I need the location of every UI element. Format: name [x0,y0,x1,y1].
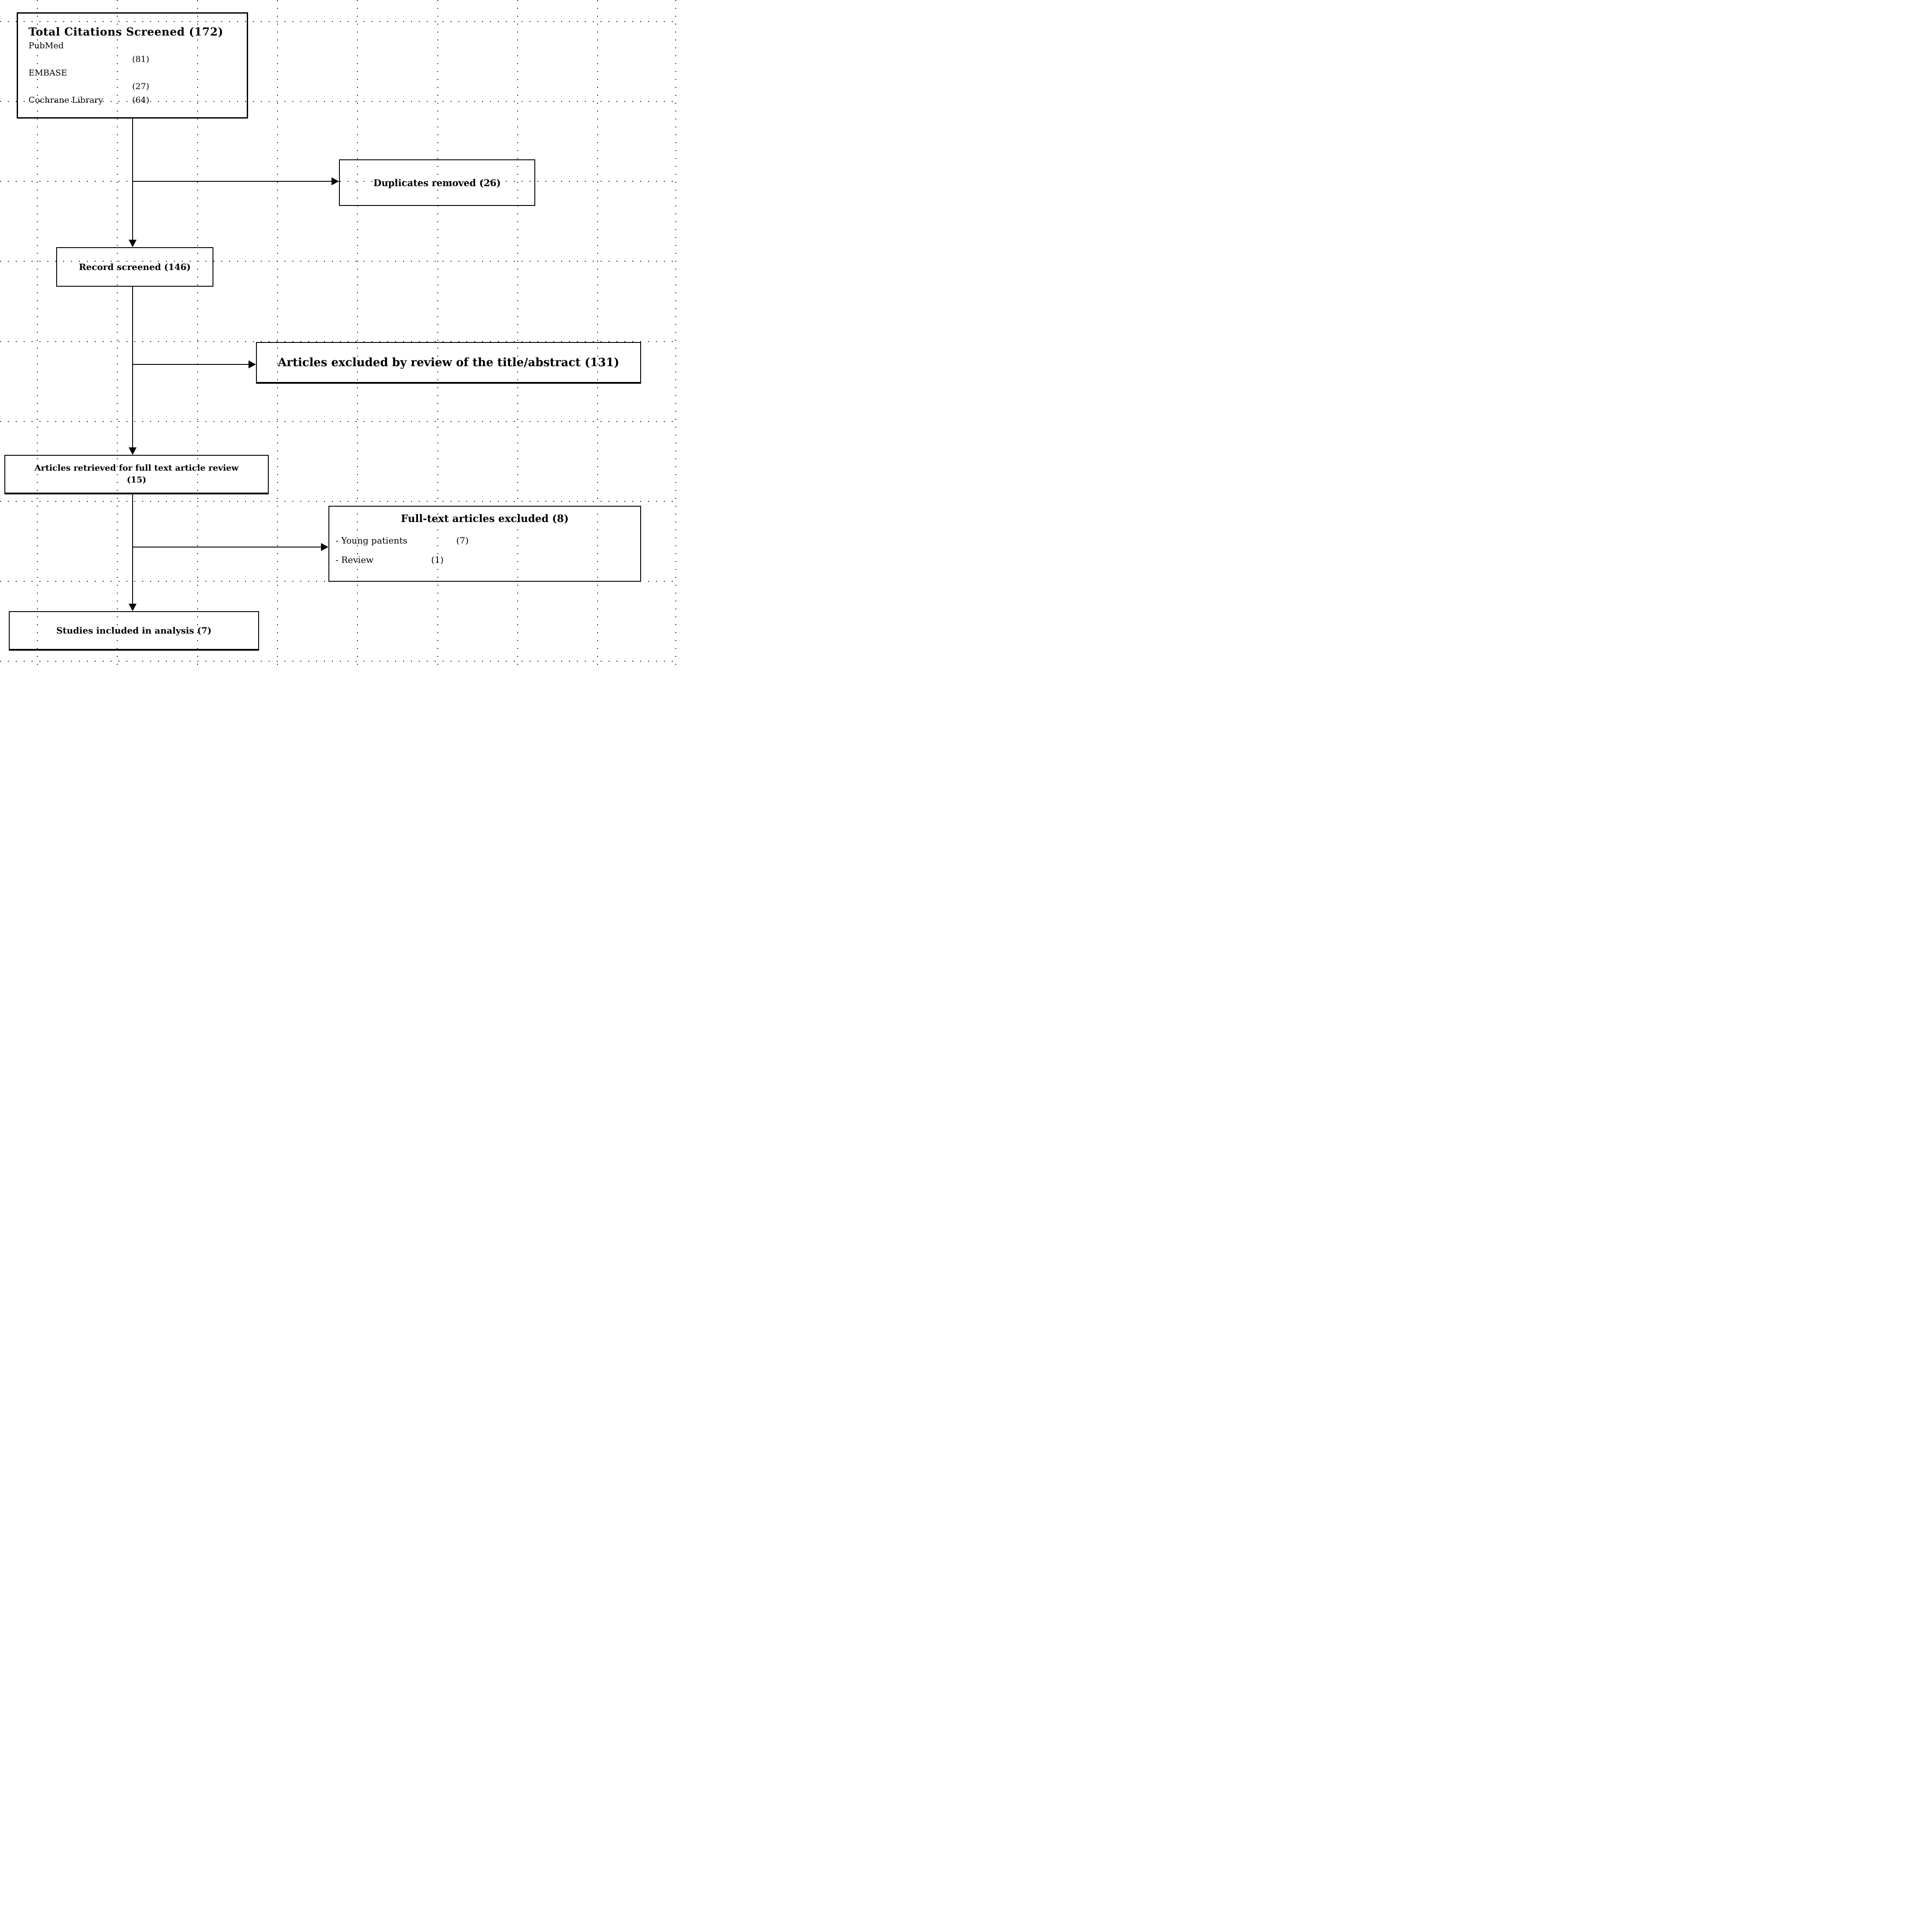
records-screened-label: Record screened (146) [79,262,191,272]
grid-line-horizontal [0,661,676,662]
grid-line-vertical [277,0,278,670]
grid-line-vertical [517,0,518,670]
grid-line-horizontal [0,341,676,342]
arrowhead-right-to-excluded-abstract [249,360,256,368]
grid-line-vertical [357,0,358,670]
flow-line-fulltext-to-included [132,494,133,604]
source-embase-count: (27) [132,82,150,91]
included-studies-box: Studies included in analysis (7) [9,611,259,651]
grid-line-vertical [117,0,118,670]
excluded-title-abstract-label: Articles excluded by review of the title… [278,356,620,369]
total-citations-title: Total Citations Screened (172) [29,25,223,38]
flow-line-screened-to-fulltext [132,287,133,448]
source-embase-label: EMBASE [29,68,67,78]
prisma-flow-diagram: Total Citations Screened (172) PubMed (8… [0,0,676,670]
grid-line-horizontal [0,21,676,22]
grid-line-vertical [37,0,38,670]
total-citations-box: Total Citations Screened (172) PubMed (8… [17,12,248,119]
source-cochrane-row: Cochrane Library (64) [29,94,242,107]
flow-line-to-excluded-abstract [133,364,249,365]
fulltext-excluded-title: Full-text articles excluded (8) [400,513,569,525]
grid-line-horizontal [0,101,676,102]
fulltext-retrieved-box: Articles retrieved for full text article… [4,455,269,494]
grid-line-vertical [197,0,198,670]
grid-line-vertical [597,0,598,670]
grid-line-vertical [437,0,438,670]
grid-line-vertical [675,0,676,670]
reason-review-label: - Review [335,555,374,565]
grid-line-horizontal [0,421,676,422]
flow-line-to-duplicates [133,181,332,182]
duplicates-removed-box: Duplicates removed (26) [339,159,535,206]
flow-line-total-to-screened [132,119,133,241]
fulltext-retrieved-line1: Articles retrieved for full text article… [34,463,239,473]
arrowhead-down-to-fulltext [129,447,137,455]
records-screened-box: Record screened (146) [56,247,213,287]
fulltext-retrieved-count: (15) [126,475,147,485]
reason-young-patients-row: - Young patients (7) [329,531,640,550]
source-cochrane-label: Cochrane Library [29,95,103,105]
reason-review-count: (1) [431,555,444,565]
source-pubmed-count: (81) [132,54,150,64]
reason-young-patients-count: (7) [456,535,469,546]
source-cochrane-count: (64) [132,95,150,105]
reason-review-row: - Review (1) [329,550,640,569]
arrowhead-right-to-duplicates [332,177,339,185]
arrowhead-down-to-screened [129,240,137,247]
fulltext-excluded-box: Full-text articles excluded (8) - Young … [328,506,641,582]
excluded-title-abstract-box: Articles excluded by review of the title… [256,342,641,384]
arrowhead-down-to-included [129,604,137,611]
arrowhead-right-to-fulltext-excluded [321,543,328,551]
source-pubmed-label: PubMed [29,41,64,50]
duplicates-removed-label: Duplicates removed (26) [373,177,501,188]
included-studies-label: Studies included in analysis (7) [56,625,212,636]
reason-young-patients-label: - Young patients [335,535,407,546]
grid-line-horizontal [0,261,676,262]
grid-line-horizontal [0,501,676,502]
